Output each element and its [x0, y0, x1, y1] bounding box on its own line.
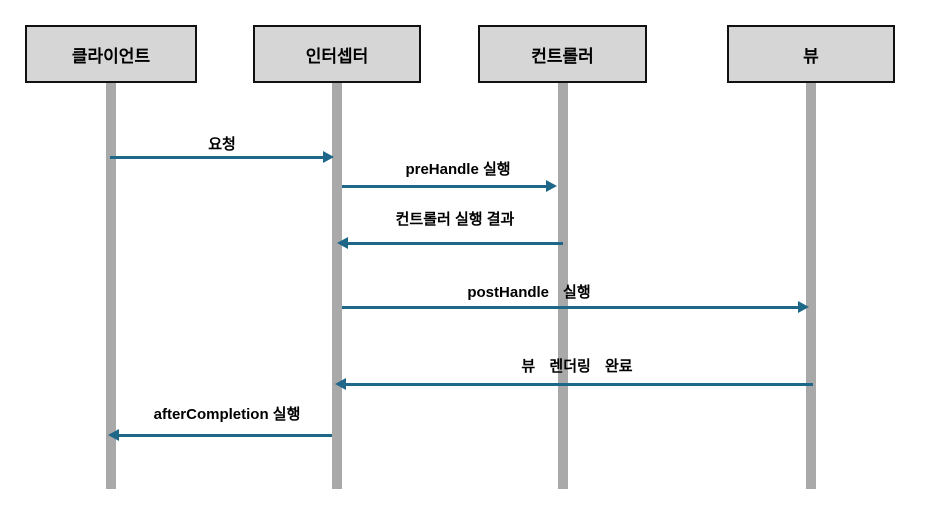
actor-label-client: 클라이언트 — [71, 46, 151, 66]
message-arrow-posthandle — [342, 301, 809, 313]
message-label-view-render-done: 뷰 렌더링 완료 — [521, 358, 633, 375]
message-arrow-aftercompletion — [108, 429, 332, 441]
actor-box-view: 뷰 — [727, 25, 895, 83]
actor-box-controller: 컨트롤러 — [478, 25, 647, 83]
message-arrow-controller-result — [337, 237, 563, 249]
lifeline-controller — [558, 83, 568, 489]
actor-label-view: 뷰 — [803, 46, 819, 66]
message-label-posthandle-part2: 실행 — [563, 284, 591, 301]
lifeline-client — [106, 83, 116, 489]
message-label-posthandle-part1: postHandle — [467, 284, 550, 301]
actor-box-client: 클라이언트 — [25, 25, 197, 83]
actor-label-interceptor: 인터셉터 — [305, 46, 369, 66]
lifeline-view — [806, 83, 816, 489]
message-label-controller-result: 컨트롤러 실행 결과 — [395, 211, 515, 228]
actor-box-interceptor: 인터셉터 — [253, 25, 421, 83]
message-arrow-request — [110, 151, 334, 163]
message-label-aftercompletion: afterCompletion 실행 — [153, 406, 301, 423]
message-label-posthandle: postHandle 실행 — [467, 284, 590, 302]
actor-label-controller: 컨트롤러 — [531, 46, 594, 66]
lifeline-interceptor — [332, 83, 342, 489]
message-arrow-prehandle — [342, 180, 557, 192]
message-arrow-view-render-done — [335, 378, 813, 390]
message-label-prehandle: preHandle 실행 — [405, 161, 511, 178]
message-label-request: 요청 — [208, 136, 236, 153]
